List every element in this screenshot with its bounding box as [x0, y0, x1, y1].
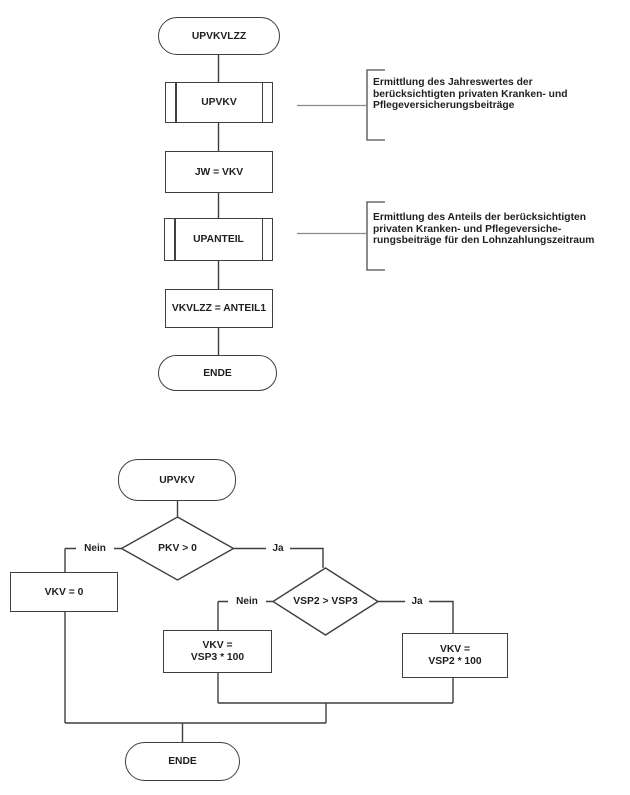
branch-label-vsp-nein: Nein — [228, 596, 266, 607]
process-vkv-vsp3-line1: VKV = — [202, 639, 233, 651]
subprocess-upvkv: UPVKV — [165, 82, 273, 123]
terminator-ende-top-label: ENDE — [203, 367, 232, 379]
subprocess-upanteil: UPANTEIL — [164, 218, 273, 261]
process-vkvlzz-anteil1: VKVLZZ = ANTEIL1 — [165, 289, 273, 328]
annotation-line: Ermittlung des Jahreswertes der — [373, 77, 533, 88]
process-vkv-vsp2-line1: VKV = — [439, 643, 471, 655]
process-vkv-vsp2: VKV = VSP2 * 100 — [402, 633, 508, 678]
decision-vsp-text: VSP2 > VSP3 — [293, 596, 358, 607]
terminator-ende-bottom: ENDE — [125, 742, 240, 781]
process-jw-vkv: JW = VKV — [165, 151, 273, 193]
subprocess-bar-icon — [174, 219, 176, 260]
decision-pkv-diamond — [120, 516, 235, 581]
process-jw-vkv-label: JW = VKV — [194, 166, 244, 178]
process-vkvlzz-anteil1-label: VKVLZZ = ANTEIL1 — [171, 303, 267, 314]
subprocess-bar-icon — [175, 83, 177, 122]
branch-label-vsp-ja: Ja — [405, 596, 429, 607]
subprocess-bar-icon — [261, 83, 263, 122]
subprocess-upvkv-label: UPVKV — [201, 97, 237, 108]
annotation-brackets — [366, 69, 385, 271]
terminator-upvkv-bottom: UPVKV — [118, 459, 236, 501]
process-vkv-vsp2-line2: VSP2 * 100 — [428, 655, 482, 667]
annotation-jahreswert: Ermittlung des Jahreswertes der berücksi… — [373, 77, 625, 112]
decision-pkv-label: PKV > 0 — [121, 534, 234, 563]
annotation-line: Pflegeversicherungsbeiträge — [373, 100, 515, 112]
annotation-line: privaten Kranken- und Pflegeversiche- — [373, 223, 562, 235]
annotation-anteil: Ermittlung des Anteils der berücksichtig… — [373, 212, 625, 247]
annotation-line: Ermittlung des Anteils der berücksichtig… — [373, 212, 587, 223]
annotation-line: berücksichtigten privaten Kranken- und — [373, 88, 568, 100]
decision-pkv-text: PKV > 0 — [158, 543, 197, 554]
process-vkv-vsp3-line2: VSP3 * 100 — [190, 651, 245, 663]
subprocess-upanteil-label: UPANTEIL — [193, 234, 244, 245]
process-vkv-0-label: VKV = 0 — [44, 586, 84, 598]
process-vkv-vsp3: VKV = VSP3 * 100 — [163, 630, 272, 673]
branch-label-pkv-nein: Nein — [76, 543, 114, 554]
terminator-upvkv-bottom-label: UPVKV — [159, 474, 195, 486]
branch-label-pkv-ja: Ja — [266, 543, 290, 554]
subprocess-bar-icon — [261, 219, 263, 260]
annotation-connector-lines — [297, 104, 366, 235]
terminator-ende-bottom-label: ENDE — [168, 756, 197, 767]
annotation-line: rungsbeiträge für den Lohnzahlungszeitra… — [373, 235, 595, 247]
terminator-upvkvlzz-label: UPVKVLZZ — [191, 30, 247, 42]
process-vkv-0: VKV = 0 — [10, 572, 118, 612]
terminator-upvkvlzz: UPVKVLZZ — [158, 17, 280, 55]
terminator-ende-top: ENDE — [158, 355, 277, 391]
decision-vsp-diamond — [271, 567, 380, 636]
decision-vsp-label: VSP2 > VSP3 — [273, 587, 378, 616]
